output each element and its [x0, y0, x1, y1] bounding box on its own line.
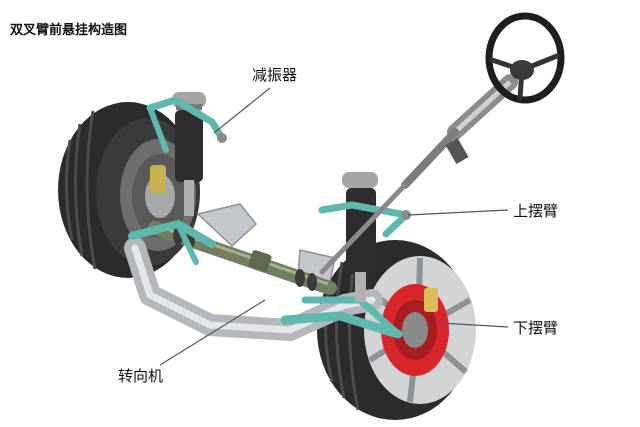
left-shock-absorber: [172, 92, 206, 216]
steering-column-bracket: [445, 137, 469, 165]
label-lower-arm: 下摆臂: [513, 319, 558, 337]
label-shock-absorber: 减振器: [252, 66, 297, 84]
subframe: [124, 203, 383, 341]
steering-wheel-rim: [485, 12, 565, 104]
leader-line-steering-gear: [159, 299, 266, 366]
right-shock-rod: [355, 272, 366, 302]
diagram-title: 双叉臂前悬挂构造图: [10, 22, 127, 38]
left-lower-arm: [128, 220, 216, 265]
label-upper-arm: 上摆臂: [513, 202, 558, 220]
steering-intermediate-shaft: [319, 182, 408, 275]
left-brake-caliper: [150, 165, 166, 193]
steering-wheel-hub: [510, 60, 534, 80]
left-shock-rod: [184, 180, 194, 216]
right-brake-caliper: [424, 288, 438, 312]
right-upper-arm-joint: [401, 210, 411, 220]
steering-wheel: [485, 12, 565, 104]
steering-column-lower: [401, 128, 459, 189]
steering-rack-bellows: [173, 227, 317, 291]
left-tire-tread: [64, 110, 97, 270]
leader-lines: [159, 87, 509, 366]
leader-line-shock-absorber: [213, 87, 271, 134]
steering-pinion-housing: [248, 250, 272, 272]
left-upper-arm-joint: [217, 133, 227, 143]
right-shock-top-mount: [342, 172, 378, 188]
subframe-highlight: [131, 244, 376, 334]
right-hub: [402, 312, 428, 348]
left-air-spring: [175, 110, 203, 182]
subframe-upper-bracket: [196, 203, 258, 248]
label-steering-gear: 转向机: [118, 367, 163, 385]
leader-line-lower-arm: [439, 322, 509, 328]
steering-column: [319, 74, 518, 275]
leader-line-upper-arm: [407, 209, 509, 216]
